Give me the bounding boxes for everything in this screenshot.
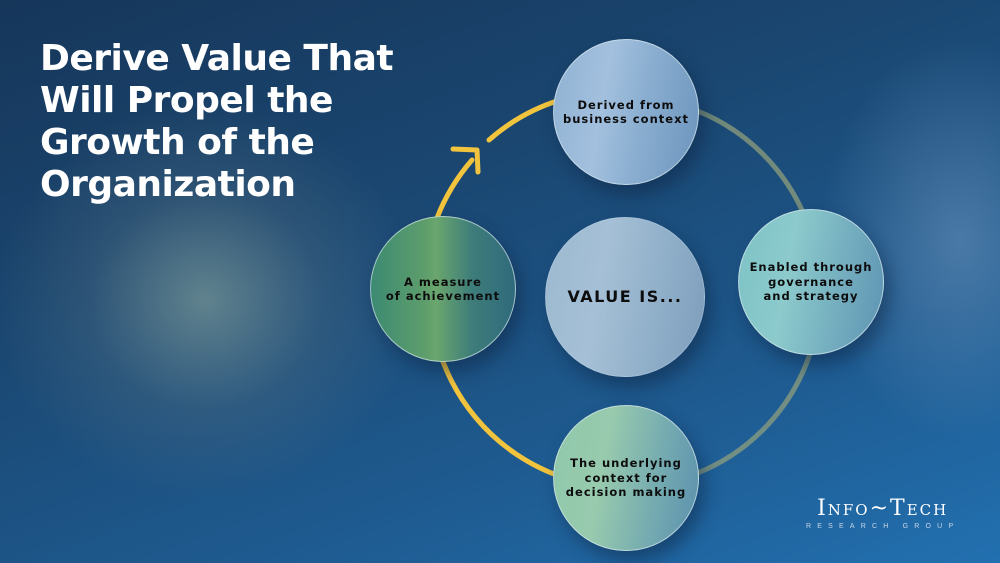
node-label: Derived from	[577, 97, 675, 112]
node-label: decision making	[565, 485, 687, 500]
logo-subtitle: RESEARCH GROUP	[806, 523, 960, 530]
logo-brand: Info~Tech	[817, 496, 949, 521]
slide-title: Derive Value That Will Propel the Growth…	[40, 38, 420, 206]
center-node-value-is: VALUE IS...	[545, 217, 705, 377]
node-label: governance	[768, 274, 854, 289]
node-label: A measure	[404, 274, 482, 289]
title-line: Derive Value That	[40, 38, 394, 79]
title-line: Will Propel the	[40, 80, 333, 121]
center-label: VALUE IS...	[567, 286, 683, 306]
node-label: The underlying	[570, 456, 682, 471]
node-label: and strategy	[763, 289, 859, 304]
node-measure-of-achievement: A measure of achievement	[370, 216, 516, 362]
node-enabled-through-governance: Enabled through governance and strategy	[738, 209, 884, 355]
node-label: context for	[584, 470, 668, 485]
title-line: Organization	[40, 164, 296, 205]
node-label: of achievement	[385, 289, 501, 303]
node-label: Enabled through	[749, 260, 873, 275]
title-line: Growth of the	[40, 122, 315, 163]
node-label: business context	[562, 112, 689, 126]
node-derived-from-business-context: Derived from business context	[553, 39, 699, 185]
info-tech-logo: Info~Tech RESEARCH GROUP	[806, 496, 960, 531]
arrow-up-right-icon	[450, 146, 481, 175]
node-underlying-context: The underlying context for decision maki…	[553, 405, 699, 551]
